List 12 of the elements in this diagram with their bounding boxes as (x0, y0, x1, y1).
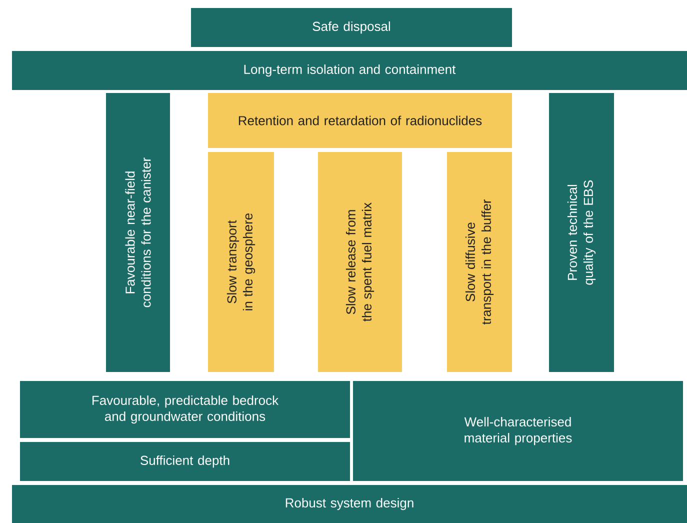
vertical-pillar: Slow release from the spent fuel matrix (318, 152, 402, 372)
horizontal-band: Long-term isolation and containment (12, 51, 687, 90)
text-box: Safe disposal (191, 8, 512, 47)
vertical-pillar: Favourable near-field conditions for the canister (106, 93, 170, 372)
vertical-pillar: Slow diffusive transport in the buffer (447, 152, 512, 372)
horizontal-band: Robust system design (12, 485, 687, 523)
text-box: Favourable, predictable bedrock and groundwater conditions (20, 381, 350, 438)
vertical-pillar: Slow transport in the geosphere (208, 152, 274, 372)
text-box: Well-characterised material properties (353, 381, 683, 481)
text-box: Retention and retardation of radionuclides (208, 93, 512, 148)
text-box: Sufficient depth (20, 442, 350, 481)
vertical-pillar: Proven technical quality of the EBS (549, 93, 614, 372)
